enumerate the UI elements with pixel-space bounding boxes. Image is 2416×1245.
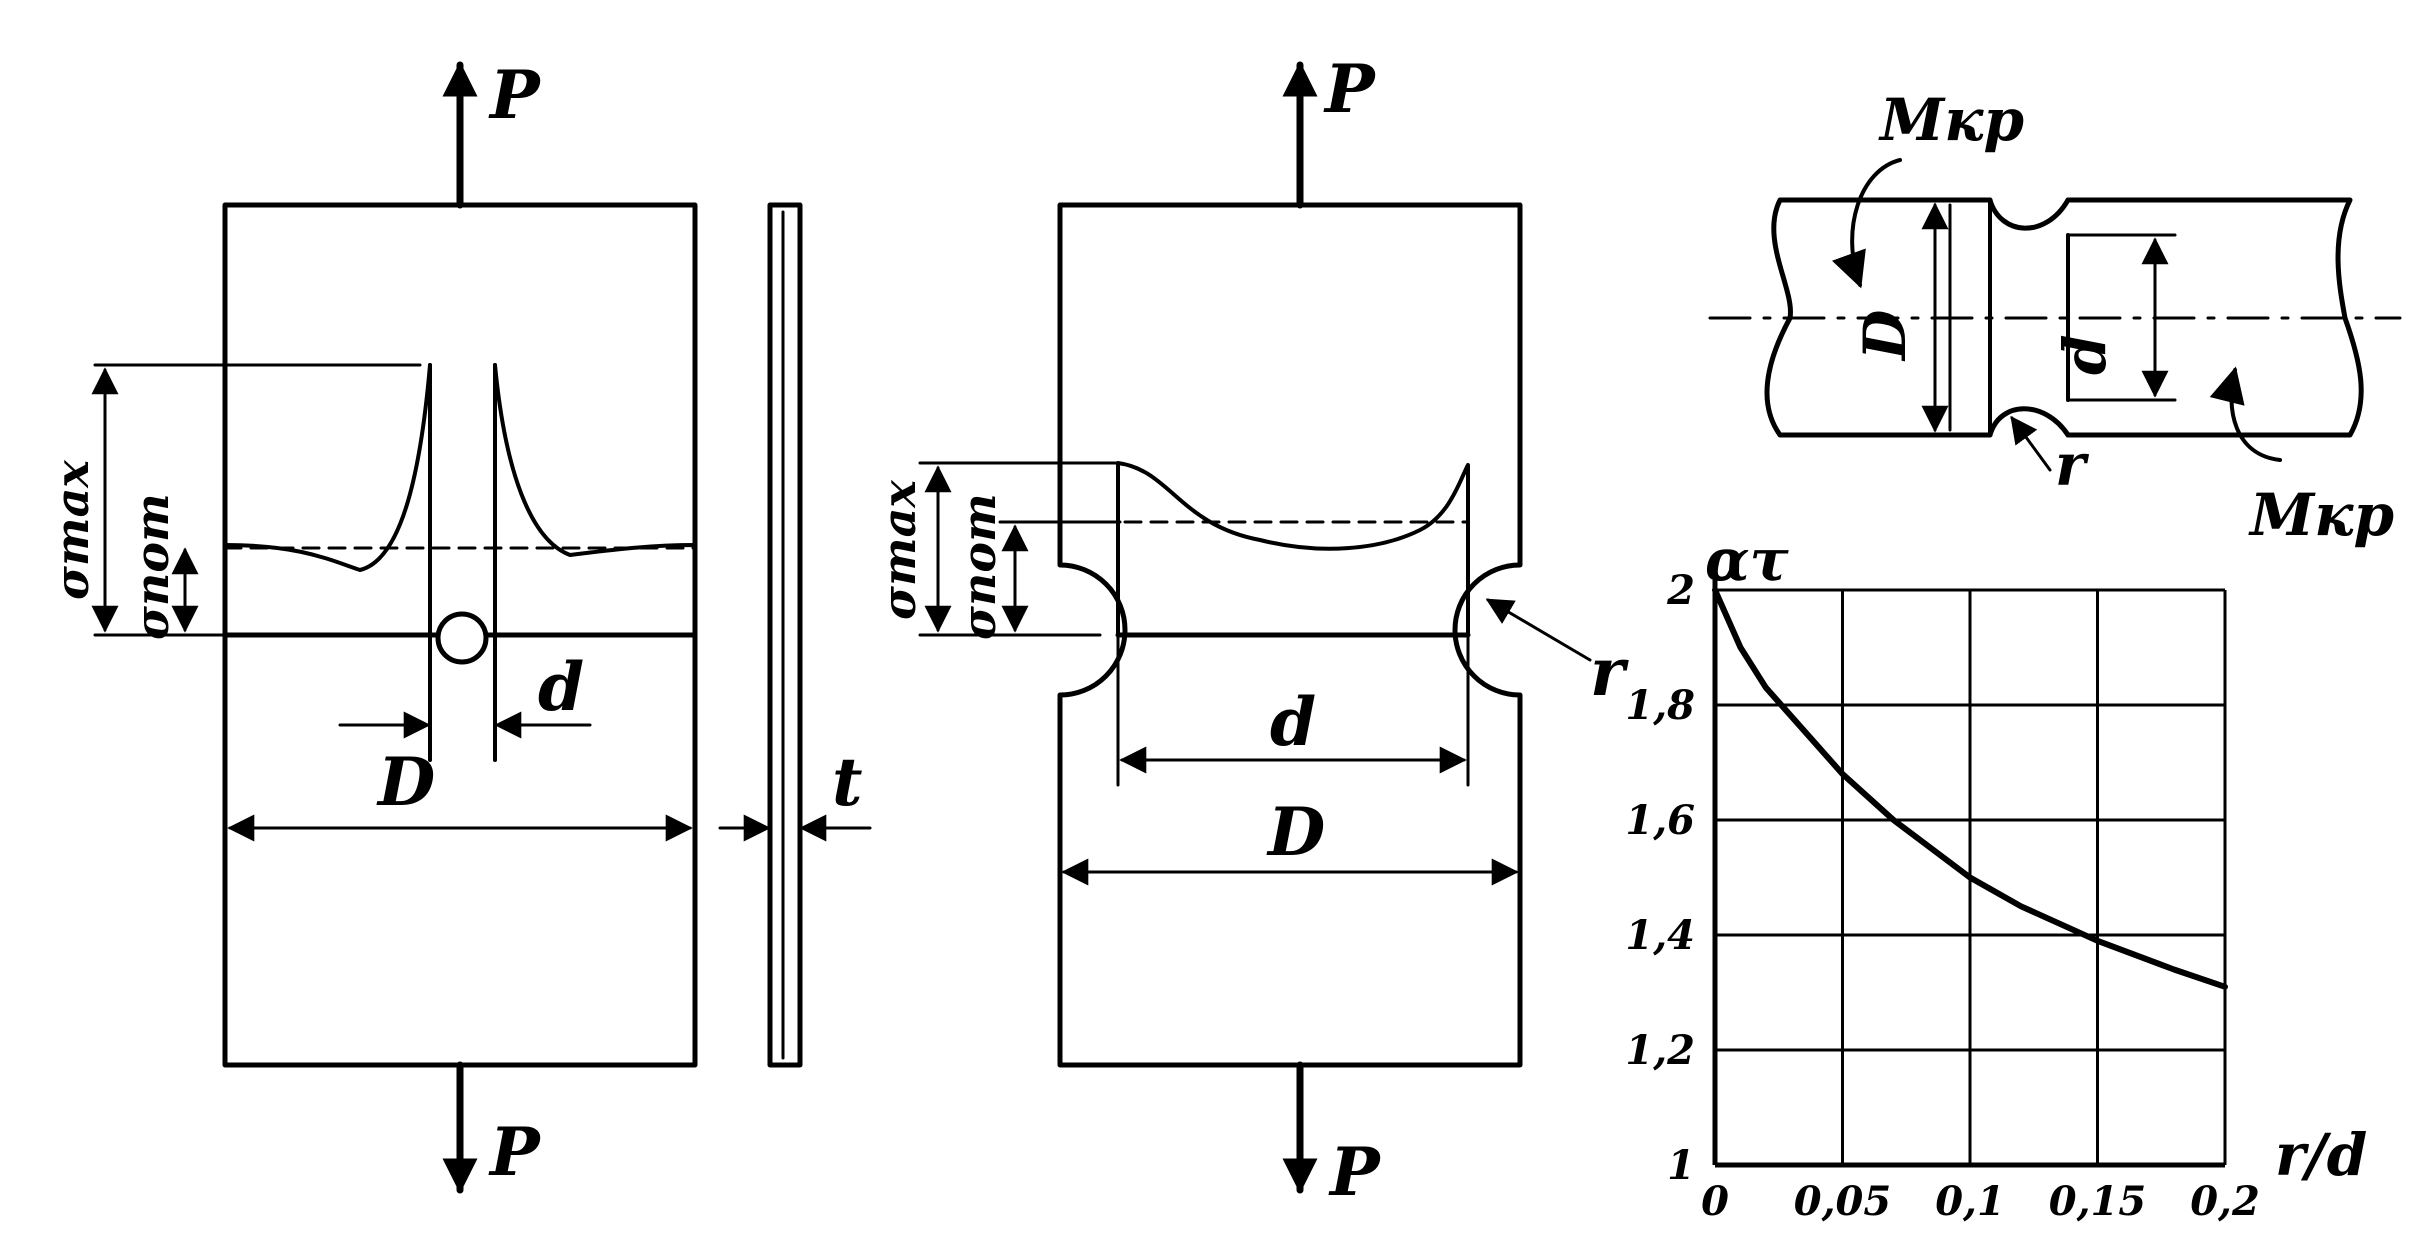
torque-arrow-right: [2209, 366, 2282, 462]
r-leader: [1485, 598, 1592, 662]
chart-y-tick-label: 1,8: [1625, 682, 1695, 729]
groove-top: [1987, 197, 2071, 231]
chart-x-tick-label: 0: [1701, 1178, 1729, 1225]
chart-x-axis-label: r/d: [2275, 1121, 2367, 1189]
sigma-nom-label-1: σnom: [125, 493, 179, 640]
torque-label-right: Mкр: [2248, 481, 2394, 549]
stress-epure-2: [1116, 461, 1470, 637]
chart-x-tick-label: 0,05: [1794, 1178, 1891, 1225]
shaft-r-label: r: [2055, 431, 2090, 499]
t-label: t: [832, 743, 863, 821]
chart-y-tick-label: 1,2: [1625, 1027, 1695, 1074]
chart-y-axis-label: ατ: [1705, 526, 1790, 594]
plate-side-view: t: [718, 202, 872, 1068]
force-label-top: P: [488, 56, 542, 134]
chart-y-tick-label: 1,4: [1625, 912, 1695, 959]
torque-label-left: Mкр: [1878, 86, 2024, 154]
r-label-2: r: [1590, 633, 1629, 711]
force-label-bottom-2: P: [1328, 1133, 1382, 1211]
stress-epure-right: [493, 363, 697, 637]
sigma-max-label-2: σmax: [872, 480, 926, 620]
plate-with-hole-figure: P P σmax σnom d D: [45, 56, 698, 1194]
hole: [435, 611, 489, 665]
notched-plate-figure: P P σmax σnom r d D: [872, 50, 1629, 1211]
d-label-1: d: [538, 648, 584, 726]
D-label-2: D: [1266, 793, 1325, 871]
shaft-r-leader: [2010, 415, 2052, 472]
chart-series-line: [1712, 587, 2228, 990]
D-label-1: D: [376, 743, 435, 821]
sigma-nom-label-2: σnom: [952, 493, 1006, 640]
chart-x-tick-label: 0,15: [2049, 1178, 2146, 1225]
shaft-right-body: [2065, 197, 2364, 438]
stress-epure-left: [223, 363, 432, 637]
chart-x-tick-label: 0,1: [1935, 1178, 2005, 1225]
chart-y-tick-label: 1: [1667, 1142, 1695, 1189]
sigma-max-label-1: σmax: [45, 460, 99, 600]
force-label-bottom: P: [488, 1113, 542, 1191]
d-label-2: d: [1270, 683, 1316, 761]
chart-x-tick-label: 0,2: [2190, 1178, 2260, 1225]
shaft-d-label: d: [2051, 334, 2119, 375]
grooved-shaft-figure: D d r Mкр Mкр: [1708, 86, 2402, 549]
chart-y-tick-label: 1,6: [1625, 797, 1695, 844]
shaft-D-label: D: [1851, 310, 1919, 362]
force-label-top-2: P: [1323, 50, 1377, 128]
torque-arrow-left: [1832, 158, 1902, 289]
side-view-outline: [767, 202, 803, 1068]
groove-bottom: [1987, 406, 2071, 438]
chart-y-tick-label: 2: [1666, 567, 1695, 614]
